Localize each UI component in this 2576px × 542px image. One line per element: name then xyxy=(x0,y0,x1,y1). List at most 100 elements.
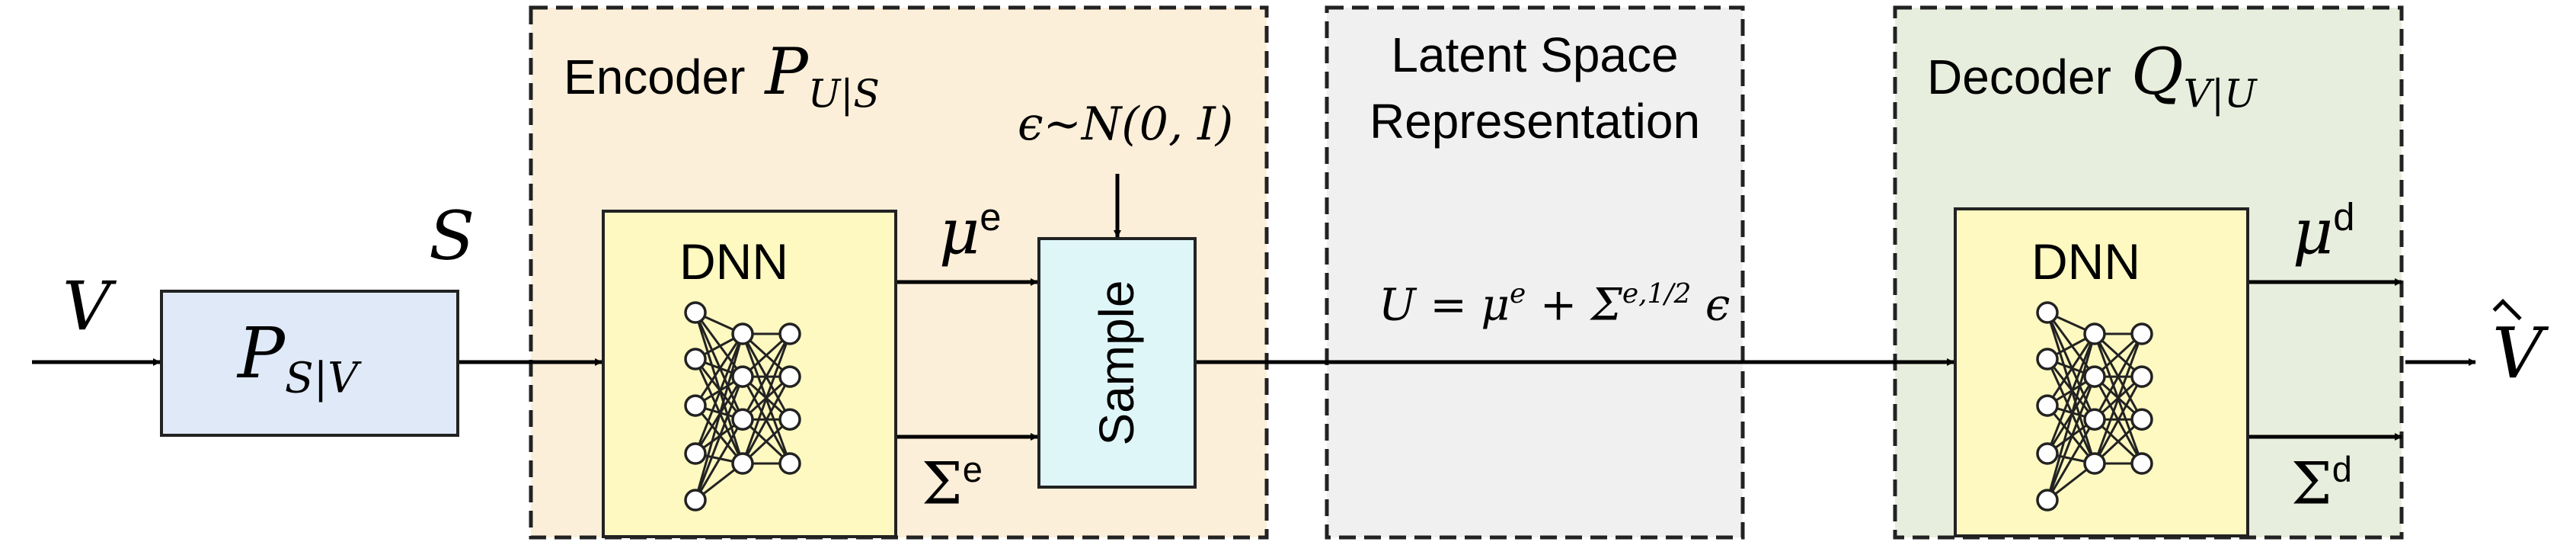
nn-edge xyxy=(2046,312,2096,377)
decoder-sigma-symbol: Σ xyxy=(2291,449,2332,518)
encoder-sigma-label: Σe xyxy=(922,448,983,517)
decoder-dist: QV|U xyxy=(2130,34,2257,117)
nn-edge xyxy=(2046,419,2096,501)
nn-node xyxy=(2036,348,2059,370)
nn-edge xyxy=(2046,405,2096,464)
latent-title-line2: Representation xyxy=(1369,94,1701,149)
nn-node xyxy=(684,348,707,370)
nn-node xyxy=(2130,322,2153,345)
channel-box xyxy=(160,290,459,437)
encoder-mu-symbol: μ xyxy=(939,196,980,269)
nn-node xyxy=(2130,365,2153,388)
nn-edge xyxy=(694,312,744,420)
nn-edge xyxy=(2046,333,2096,501)
latent-title-line1: Latent Space xyxy=(1391,27,1679,82)
latent-section xyxy=(1325,5,1745,540)
latent-equation: U = μe + Σe,1/2 ϵ xyxy=(1379,278,1730,330)
channel-label: PS|V xyxy=(238,313,358,402)
noise-label: ϵ∼N(0, I) xyxy=(1018,98,1234,151)
decoder-dnn-label: DNN xyxy=(2031,233,2140,290)
encoder-title-text: Encoder xyxy=(564,50,746,104)
nn-node xyxy=(684,394,707,417)
nn-edge xyxy=(2046,312,2096,420)
sample-label: Sample xyxy=(1089,280,1144,446)
nn-edge xyxy=(2046,376,2096,501)
output-signal-label: V xyxy=(2492,313,2542,394)
encoder-mu-label: μe xyxy=(939,194,1002,269)
input-signal-label: V xyxy=(62,267,111,345)
equation-part-2: + Σ xyxy=(1526,278,1622,331)
sample-box xyxy=(1037,237,1197,489)
equation-sup-1: e xyxy=(1510,278,1526,309)
decoder-mu-symbol: μ xyxy=(2293,196,2334,269)
encoder-dist: PU|S xyxy=(765,34,880,117)
nn-edge xyxy=(2093,376,2143,464)
channel-dist-subscript: S|V xyxy=(284,354,359,403)
nn-node xyxy=(2130,452,2153,475)
encoder-dist-symbol: P xyxy=(765,34,808,109)
nn-edge xyxy=(694,333,744,406)
input-signal-symbol: V xyxy=(62,267,111,345)
nn-edge xyxy=(2046,358,2096,421)
decoder-mu-sup: d xyxy=(2333,195,2355,239)
nn-node xyxy=(684,489,707,512)
nn-edge xyxy=(694,405,744,464)
nn-node xyxy=(2083,408,2106,431)
output-signal-hat: V xyxy=(2492,313,2542,394)
equation-part-3: ϵ xyxy=(1691,278,1731,331)
nn-edge xyxy=(2093,333,2143,420)
nn-edge xyxy=(694,358,744,421)
nn-edge xyxy=(694,419,744,501)
neural-network-icon xyxy=(684,301,801,512)
nn-node xyxy=(778,365,801,388)
encoder-title: Encoder PU|S xyxy=(564,34,880,117)
nn-node xyxy=(684,442,707,465)
nn-edge xyxy=(694,312,744,377)
intermediate-signal-symbol: S xyxy=(429,197,475,275)
nn-node xyxy=(2130,408,2153,431)
equation-part-1: U = μ xyxy=(1379,278,1510,331)
nn-node xyxy=(778,322,801,345)
decoder-mu-label: μd xyxy=(2293,194,2355,269)
channel-dist-symbol: P xyxy=(238,313,285,394)
decoder-dist-subscript: V|U xyxy=(2183,71,2257,117)
nn-edge xyxy=(694,376,744,501)
nn-node xyxy=(2083,452,2106,475)
nn-node xyxy=(778,452,801,475)
nn-node xyxy=(2083,365,2106,388)
neural-network-icon xyxy=(2036,301,2153,512)
nn-node xyxy=(778,408,801,431)
output-signal-symbol: V xyxy=(2492,313,2543,394)
decoder-sigma-label: Σd xyxy=(2291,448,2352,517)
nn-edge xyxy=(2046,333,2096,406)
nn-edge xyxy=(694,333,744,501)
decoder-dist-symbol: Q xyxy=(2130,34,2184,109)
decoder-sigma-sup: d xyxy=(2332,449,2352,489)
nn-node xyxy=(2083,322,2106,345)
nn-node xyxy=(2036,394,2059,417)
nn-node xyxy=(731,322,754,345)
nn-node xyxy=(731,365,754,388)
encoder-dnn-label: DNN xyxy=(679,233,788,290)
nn-node xyxy=(2036,489,2059,512)
nn-node xyxy=(684,301,707,324)
nn-edge xyxy=(2046,333,2096,454)
nn-edge xyxy=(694,333,744,454)
encoder-mu-sup: e xyxy=(980,195,1002,239)
encoder-sigma-sup: e xyxy=(962,449,983,489)
nn-node xyxy=(2036,301,2059,324)
encoder-sigma-symbol: Σ xyxy=(922,449,963,518)
decoder-title-text: Decoder xyxy=(1927,50,2111,104)
nn-edge xyxy=(2093,333,2143,464)
nn-edge xyxy=(741,333,791,464)
nn-edge xyxy=(741,376,791,464)
decoder-title: Decoder QV|U xyxy=(1927,34,2257,117)
nn-node xyxy=(731,452,754,475)
nn-edge xyxy=(694,358,744,464)
equation-sup-2: e,1/2 xyxy=(1622,278,1692,309)
nn-edge xyxy=(2046,358,2096,464)
nn-node xyxy=(731,408,754,431)
nn-node xyxy=(2036,442,2059,465)
intermediate-signal-label: S xyxy=(429,197,475,275)
